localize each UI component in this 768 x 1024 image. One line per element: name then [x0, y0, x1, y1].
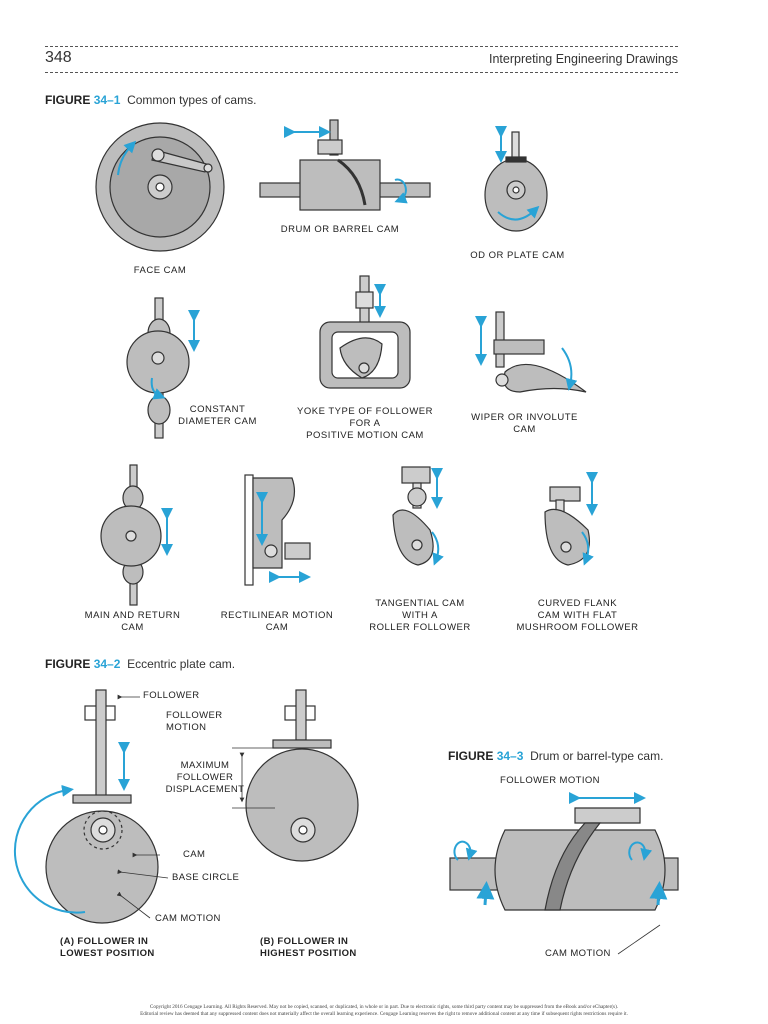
label-base-circle: BASE CIRCLE [172, 872, 240, 883]
copyright-notice: Copyright 2016 Cengage Learning. All Rig… [140, 1004, 628, 1017]
wiper-cam-drawing [493, 311, 587, 393]
eccentric-cam-highest-drawing [245, 689, 359, 862]
label-cam-motion-a: CAM MOTION [155, 913, 221, 924]
label-yoke-cam: YOKE TYPE OF FOLLOWER FOR A POSITIVE MOT… [297, 406, 433, 441]
plate-cam-drawing [484, 131, 548, 232]
label-main-return-cam: MAIN AND RETURN CAM [84, 610, 181, 633]
label-a-lowest: (A) FOLLOWER IN LOWEST POSITION [60, 936, 155, 959]
label-wiper-cam: WIPER OR INVOLUTE CAM [471, 412, 578, 435]
running-title: Interpreting Engineering Drawings [489, 52, 678, 66]
figure-34-2-caption: FIGURE 34–2 Eccentric plate cam. [45, 657, 236, 671]
header-rule-bottom [45, 72, 678, 73]
label-follower: FOLLOWER [143, 690, 200, 701]
main-return-cam-drawing [100, 464, 162, 606]
label-cam-motion-3: CAM MOTION [545, 948, 611, 959]
header-rule-top [45, 46, 678, 47]
eccentric-cam-lowest-drawing [45, 689, 159, 924]
label-follower-motion: FOLLOWER MOTION [166, 710, 223, 733]
label-rectilinear-cam: RECTILINEAR MOTION CAM [220, 610, 334, 633]
page-number: 348 [45, 49, 72, 66]
constant-diameter-cam-drawing [126, 297, 190, 439]
label-tangential-cam: TANGENTIAL CAM WITH A ROLLER FOLLOWER [369, 598, 471, 633]
barrel-cam-drawing [449, 807, 679, 911]
drum-cam-drawing [259, 119, 431, 211]
figure-34-1-caption: FIGURE 34–1 Common types of cams. [45, 93, 257, 107]
label-max-displacement: MAXIMUM FOLLOWER DISPLACEMENT [165, 760, 245, 795]
label-constant-diameter-cam: CONSTANT DIAMETER CAM [178, 404, 257, 427]
figure-34-3-caption: FIGURE 34–3 Drum or barrel-type cam. [448, 749, 664, 763]
label-face-cam: FACE CAM [133, 265, 187, 276]
curved-flank-cam-drawing [544, 486, 590, 566]
tangential-cam-drawing [392, 466, 434, 566]
label-b-highest: (B) FOLLOWER IN HIGHEST POSITION [260, 936, 357, 959]
face-cam-drawing [95, 122, 225, 252]
label-follower-motion-3: FOLLOWER MOTION [500, 775, 600, 786]
label-curved-flank-cam: CURVED FLANK CAM WITH FLAT MUSHROOM FOLL… [516, 598, 639, 633]
rectilinear-cam-drawing [244, 474, 311, 586]
label-drum-cam: DRUM OR BARREL CAM [280, 224, 400, 235]
yoke-follower-drawing [319, 275, 411, 389]
label-plate-cam: OD OR PLATE CAM [470, 250, 565, 261]
label-cam: CAM [183, 849, 206, 860]
